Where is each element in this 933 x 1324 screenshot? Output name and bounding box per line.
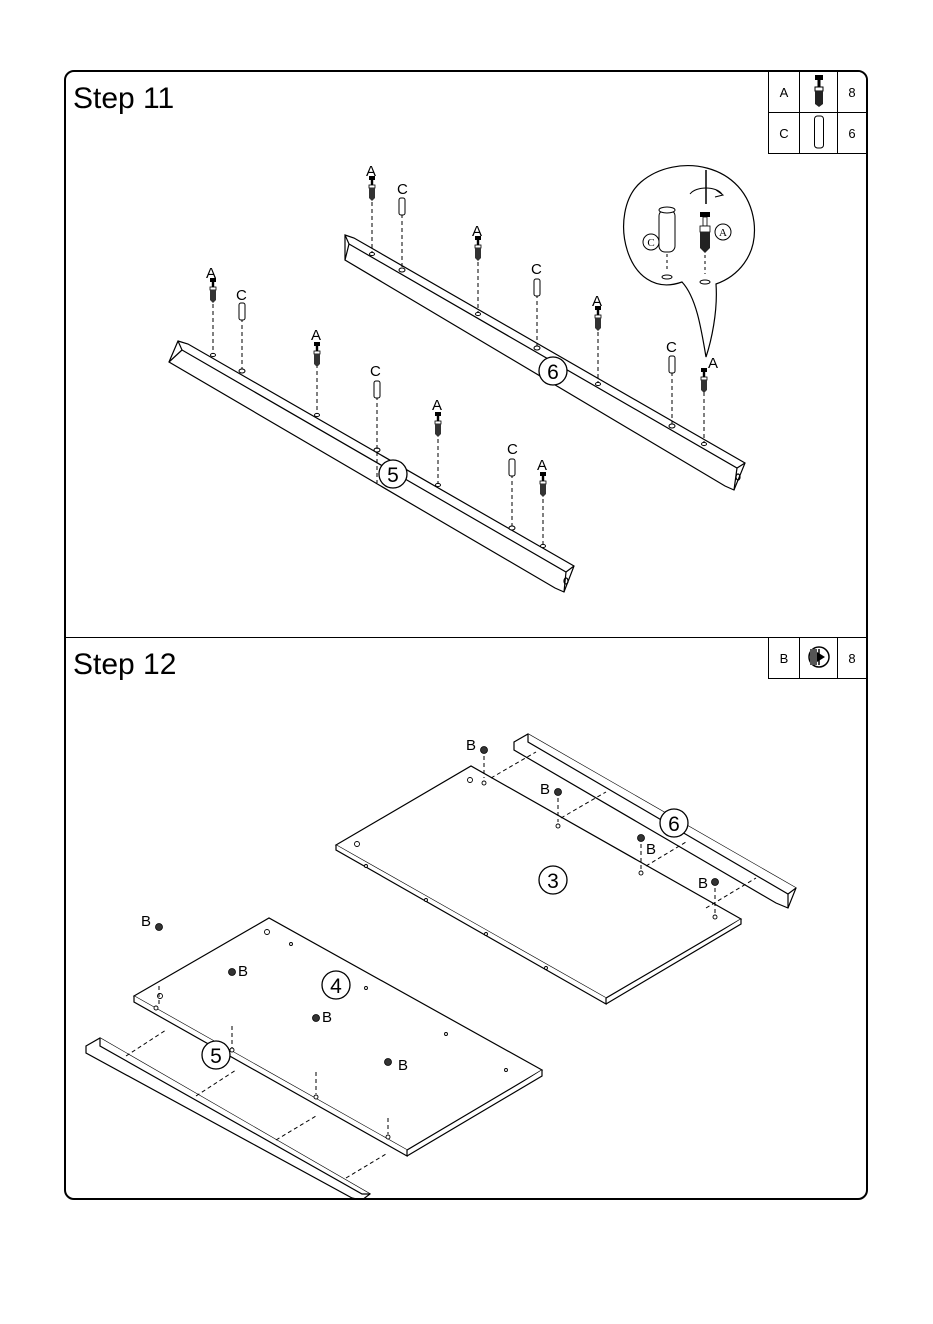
label-c: C <box>666 339 677 356</box>
svg-text:3: 3 <box>547 870 559 893</box>
label-a: A <box>311 327 321 344</box>
label-b: B <box>398 1057 408 1074</box>
label-c: C <box>236 287 247 304</box>
svg-text:5: 5 <box>387 464 399 487</box>
step-12-illustration: B B B B B B B B 3 6 4 <box>66 638 866 1200</box>
part-number-5: 5 <box>202 1041 230 1069</box>
step-11-panel: Step 11 A 8 C <box>66 72 866 638</box>
part-number-4: 4 <box>322 971 350 999</box>
panel-3 <box>336 766 741 1004</box>
svg-text:6: 6 <box>668 813 680 836</box>
part-number-6: 6 <box>539 357 567 385</box>
svg-text:6: 6 <box>547 361 559 384</box>
label-a: A <box>472 223 482 240</box>
label-b: B <box>322 1009 332 1026</box>
step-11-illustration: A C A C A C A A C A C A C A 6 <box>66 72 866 637</box>
label-a: A <box>708 355 718 372</box>
label-b: B <box>698 875 708 892</box>
label-b: B <box>466 737 476 754</box>
step-12-panel: Step 12 B 8 <box>66 638 866 1200</box>
label-b: B <box>540 781 550 798</box>
label-b: B <box>646 841 656 858</box>
label-c: C <box>507 441 518 458</box>
svg-text:5: 5 <box>210 1045 222 1068</box>
label-a: A <box>592 293 602 310</box>
detail-label-a: A <box>719 227 727 239</box>
label-a: A <box>432 397 442 414</box>
label-a: A <box>206 265 216 282</box>
instruction-sheet: Step 11 A 8 C <box>64 70 868 1200</box>
label-b: B <box>141 913 151 930</box>
label-a: A <box>366 163 376 180</box>
part-number-3: 3 <box>539 866 567 894</box>
label-c: C <box>370 363 381 380</box>
detail-callout: C A <box>624 166 755 357</box>
part-number-5: 5 <box>379 460 407 488</box>
panel-4 <box>134 918 542 1156</box>
label-c: C <box>397 181 408 198</box>
part-number-6: 6 <box>660 809 688 837</box>
label-a: A <box>537 457 547 474</box>
label-c: C <box>531 261 542 278</box>
label-b: B <box>238 963 248 980</box>
svg-text:4: 4 <box>330 975 342 998</box>
detail-label-c: C <box>647 237 654 249</box>
